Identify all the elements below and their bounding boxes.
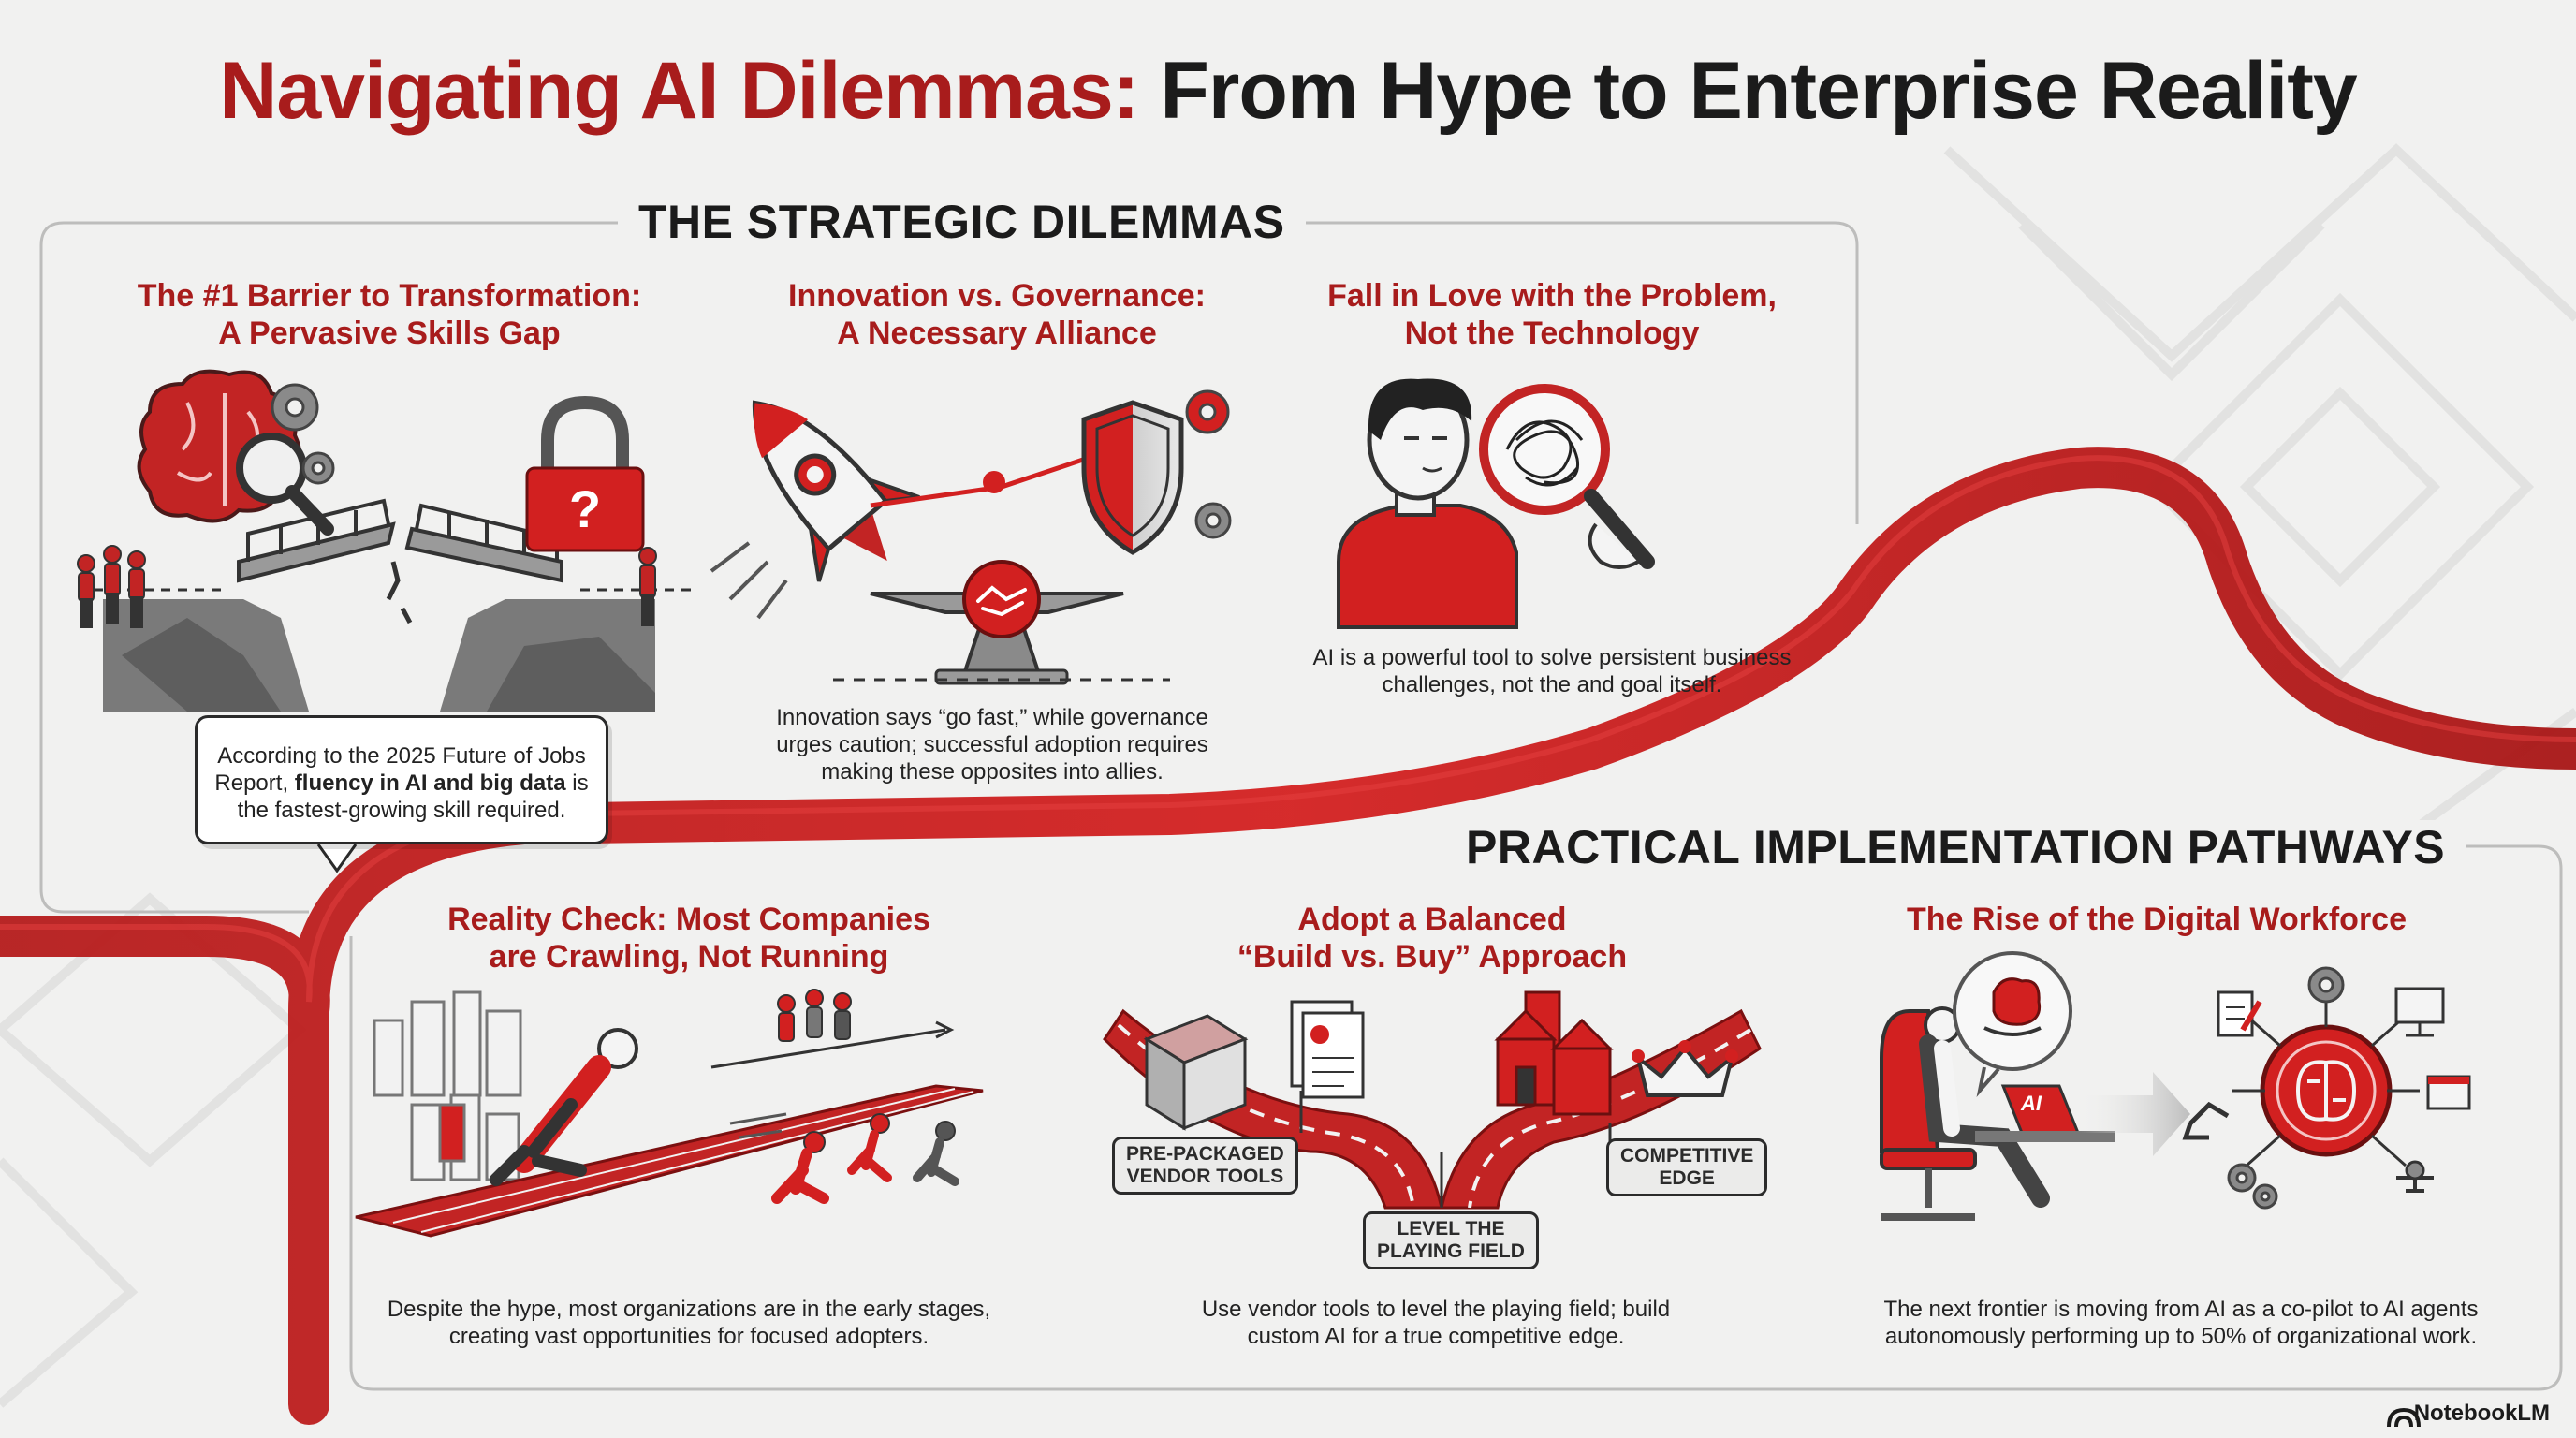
card-title-governance: Innovation vs. Governance: A Necessary A… <box>788 278 1206 351</box>
caption-digital-workforce: The next frontier is moving from AI as a… <box>1883 1297 2479 1349</box>
document-pencil-icon <box>2217 990 2262 1037</box>
gear-icon <box>1194 502 1232 539</box>
problem-illustration <box>1337 378 1655 629</box>
person-icon-group-track <box>777 989 852 1042</box>
caption-build-buy: Use vendor tools to level the playing fi… <box>1201 1297 1671 1349</box>
box-icon <box>1143 1014 1249 1131</box>
laptop-ai-label: AI <box>2021 1092 2042 1115</box>
document-icon <box>1290 1000 1365 1099</box>
person-icon-right <box>638 547 657 626</box>
card-title-digital-workforce: The Rise of the Digital Workforce <box>1906 902 2407 937</box>
padlock-icon <box>525 395 645 552</box>
runner-icon <box>771 1113 959 1204</box>
runner-icon-start <box>490 1028 638 1186</box>
strategic-frame <box>39 221 1859 914</box>
label-level-playing-field: LEVEL THE PLAYING FIELD <box>1363 1211 1539 1269</box>
magnifier-icon <box>236 433 334 536</box>
robot-arm-icon <box>2182 1101 2230 1140</box>
running-track <box>355 1084 984 1238</box>
gear-icon <box>2227 966 2345 1210</box>
caption-problem: AI is a powerful tool to solve persisten… <box>1312 645 1792 697</box>
crown-icon <box>1632 1040 1738 1097</box>
section-title-practical: PRACTICAL IMPLEMENTATION PATHWAYS <box>1445 820 2466 874</box>
card-title-problem: Fall in Love with the Problem, Not the T… <box>1327 278 1777 351</box>
ai-brain-hub-icon <box>2260 1024 2393 1157</box>
title-part-main: From Hype to Enterprise Reality <box>1160 46 2357 136</box>
broken-bridge-icon <box>237 498 564 583</box>
drone-icon <box>2396 1160 2434 1193</box>
label-vendor-tools: PRE-PACKAGED VENDOR TOOLS <box>1112 1137 1298 1195</box>
browser-icon <box>2426 1075 2471 1110</box>
card-title-skills-gap: The #1 Barrier to Transformation: A Perv… <box>137 278 642 351</box>
gear-icon <box>1185 389 1230 434</box>
card-title-reality-check: Reality Check: Most Companies are Crawli… <box>447 902 930 975</box>
caption-governance: Innovation says “go fast,” while governa… <box>776 705 1208 785</box>
agent-spokes <box>2232 1000 2420 1167</box>
notebooklm-logo-icon <box>2387 1407 2421 1428</box>
skills-gap-illustration <box>77 369 693 873</box>
title-part-highlight: Navigating AI Dilemmas: <box>219 46 1139 136</box>
rocket-icon <box>752 400 920 582</box>
person-icon <box>1337 378 1518 629</box>
card-title-build-buy: Adopt a Balanced “Build vs. Buy” Approac… <box>1237 902 1628 975</box>
gear-icon <box>271 383 335 485</box>
workforce-illustration <box>1880 951 2471 1221</box>
padlock-question-mark: ? <box>568 479 602 538</box>
laptop-icon <box>1975 1084 2115 1142</box>
page-title: Navigating AI Dilemmas: From Hype to Ent… <box>0 45 2576 138</box>
handshake-icon <box>962 560 1041 638</box>
tangled-magnifier-icon <box>1479 384 1655 569</box>
skills-gap-callout: According to the 2025 Future of Jobs Rep… <box>195 715 608 844</box>
castle-icon <box>1494 990 1614 1116</box>
reality-illustration <box>355 989 984 1238</box>
monitor-icon <box>2394 987 2445 1037</box>
person-icon-group-left <box>77 545 146 628</box>
build-buy-illustration <box>1103 990 1762 1210</box>
brand-label: NotebookLM <box>2413 1401 2550 1426</box>
governance-illustration <box>710 389 1232 685</box>
city-icon <box>373 990 522 1181</box>
person-icon <box>1919 1006 2050 1208</box>
caption-reality-check: Despite the hype, most organizations are… <box>387 1297 991 1349</box>
practical-frame <box>349 844 2563 1391</box>
shield-icon <box>1081 400 1184 555</box>
label-competitive-edge: COMPETITIVE EDGE <box>1606 1138 1768 1196</box>
section-title-strategic: THE STRATEGIC DILEMMAS <box>618 195 1306 249</box>
brain-icon <box>1983 977 2042 1036</box>
